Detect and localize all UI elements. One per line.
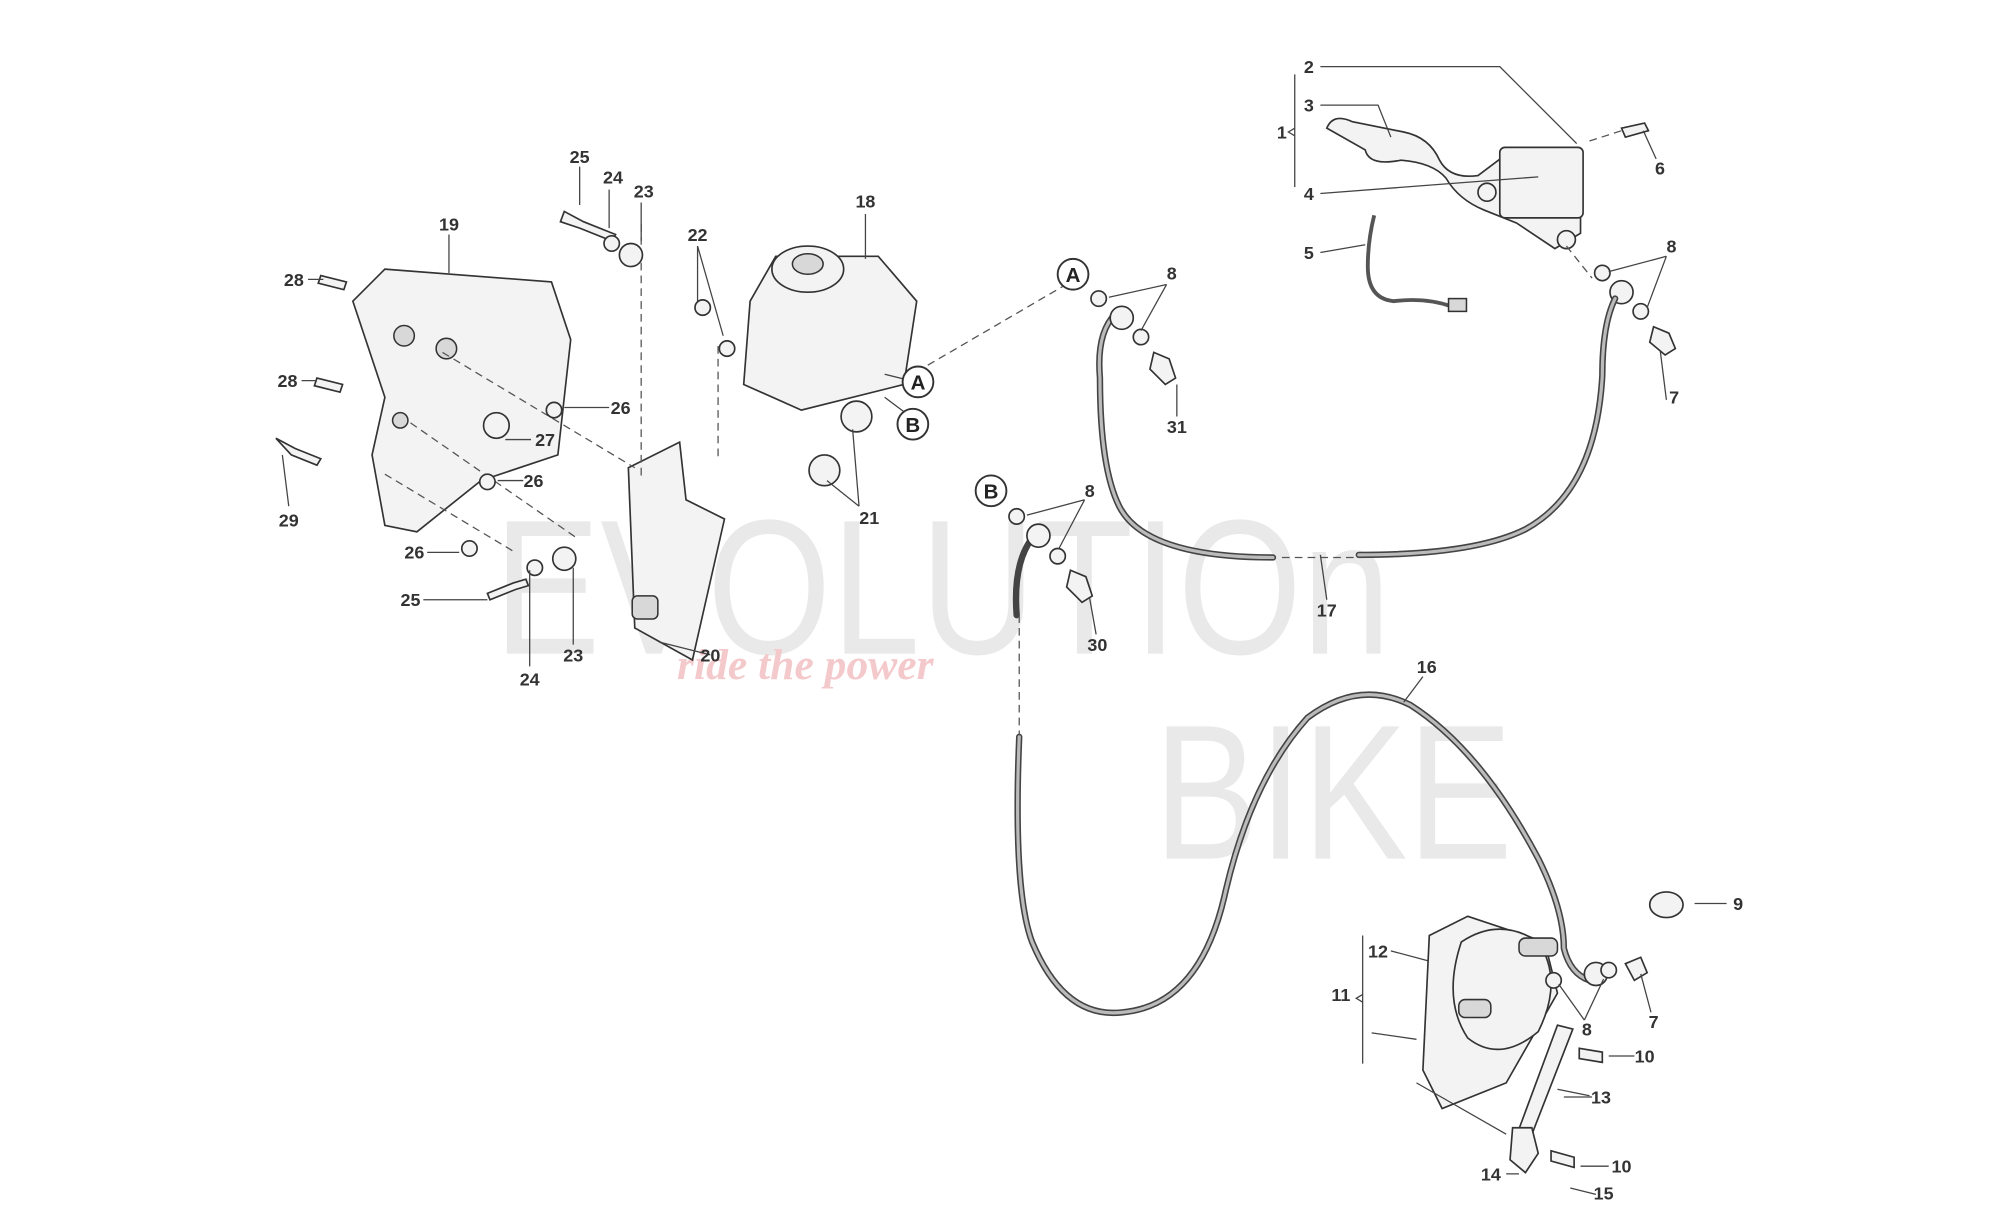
- callout-3: 3: [1304, 95, 1314, 115]
- callout-24: 24: [603, 167, 623, 187]
- svg-text:A: A: [1066, 264, 1081, 287]
- callout-25: 25: [570, 147, 590, 167]
- callout-8: 8: [1085, 481, 1095, 501]
- callout-31: 31: [1167, 417, 1187, 437]
- callout-21: 21: [859, 508, 879, 528]
- svg-text:A: A: [911, 372, 926, 395]
- abs-unit: [694, 214, 1071, 507]
- master-cylinder-assembly: [1287, 65, 1668, 400]
- callout-11: 11: [1331, 985, 1350, 1005]
- callout-8: 8: [1667, 236, 1677, 256]
- brake-hose-16: [1008, 499, 1593, 1017]
- callout-30: 30: [1087, 635, 1107, 655]
- callout-7: 7: [1669, 388, 1679, 408]
- callout-28: 28: [278, 371, 298, 391]
- callout-2: 2: [1304, 57, 1314, 77]
- callout-7: 7: [1649, 1012, 1659, 1032]
- callout-20: 20: [700, 645, 720, 665]
- callout-10: 10: [1612, 1157, 1632, 1177]
- callout-23: 23: [634, 181, 654, 201]
- callout-5: 5: [1304, 243, 1314, 263]
- watermark-tagline: ride the power: [677, 641, 935, 689]
- abs-bracket: [627, 224, 726, 662]
- callout-14: 14: [1481, 1164, 1501, 1184]
- callout-13: 13: [1591, 1087, 1611, 1107]
- ref-marker-b-hose: B: [974, 474, 1008, 508]
- abs-cover: [351, 234, 636, 552]
- callout-23: 23: [563, 645, 583, 665]
- switch-wire: [1365, 214, 1452, 309]
- callout-26: 26: [611, 398, 631, 418]
- callout-6: 6: [1655, 158, 1665, 178]
- hardware: [275, 166, 644, 667]
- brake-caliper-assembly: [1355, 891, 1727, 1195]
- callout-labels: 1 2 3 4 5 6 7 8 8 31 8 30 17 16 9 12 11 …: [278, 57, 1744, 1203]
- watermark-brand-2: BIKE: [1154, 685, 1513, 900]
- callout-8: 8: [1167, 263, 1177, 283]
- callout-12: 12: [1368, 941, 1388, 961]
- callout-28: 28: [284, 270, 304, 290]
- callout-24: 24: [520, 670, 540, 690]
- callout-19: 19: [439, 215, 459, 235]
- ref-marker-b-abs: B: [896, 407, 930, 441]
- callout-16: 16: [1417, 657, 1437, 677]
- svg-text:B: B: [905, 414, 920, 437]
- ref-marker-a-upper: A: [1056, 257, 1090, 291]
- callout-27: 27: [535, 430, 555, 450]
- callout-1: 1: [1277, 122, 1287, 142]
- brake-hose-17: [1090, 283, 1619, 600]
- callout-17: 17: [1317, 600, 1337, 620]
- ref-marker-a-abs: A: [901, 365, 935, 399]
- callout-26: 26: [524, 471, 544, 491]
- callout-22: 22: [688, 225, 708, 245]
- callout-18: 18: [855, 192, 875, 212]
- callout-8: 8: [1582, 1019, 1592, 1039]
- callout-26: 26: [404, 543, 424, 563]
- watermark-brand: EVOLUTIOn: [494, 480, 1391, 695]
- callout-10: 10: [1635, 1046, 1655, 1066]
- callout-25: 25: [401, 590, 421, 610]
- callout-9: 9: [1733, 894, 1743, 914]
- callout-15: 15: [1594, 1183, 1614, 1203]
- upper-right-fittings: [1593, 255, 1677, 357]
- callout-4: 4: [1304, 184, 1314, 204]
- svg-text:B: B: [984, 481, 999, 504]
- callout-29: 29: [279, 511, 299, 531]
